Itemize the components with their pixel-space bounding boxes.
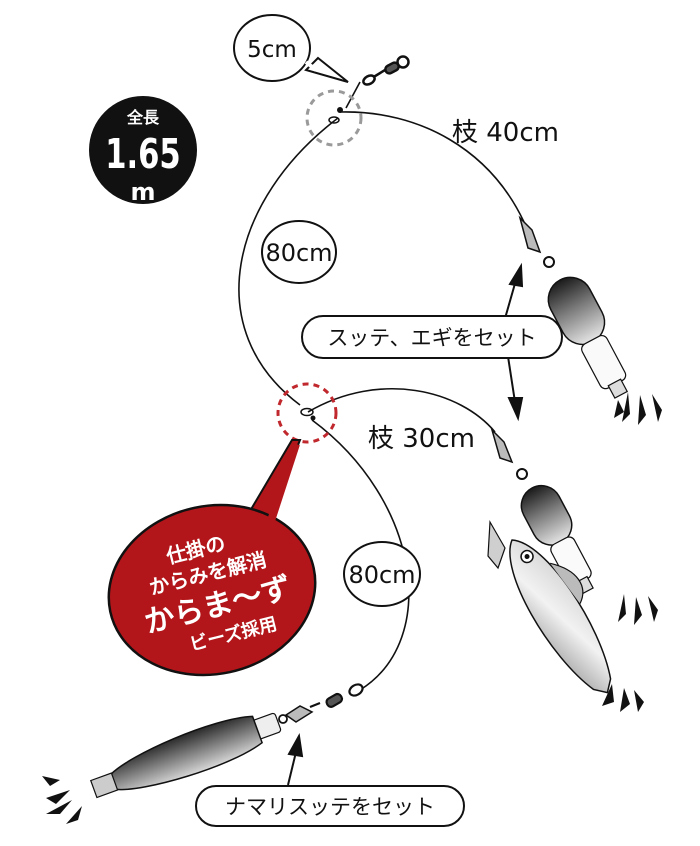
main-lower-callout: 80cm: [343, 541, 421, 607]
main-upper-label: 80cm: [265, 239, 332, 267]
egi-lure: [487, 519, 644, 712]
bottom-swivel: [309, 683, 364, 709]
upper-sutte-jig: [614, 392, 662, 425]
main-upper-callout: 80cm: [261, 220, 337, 284]
total-length-badge: 全長 1.65 m: [89, 96, 197, 206]
anti-tangle-badge: 仕掛の からみを解消 からま〜ず ビーズ採用: [107, 439, 317, 677]
set-upper-label: スッテ、エギをセット: [327, 326, 536, 350]
branch-upper-label: 枝 40cm: [452, 118, 559, 148]
set-bottom-label: ナマリスッテをセット: [225, 795, 435, 819]
bottom-snap: [278, 705, 314, 724]
total-length-unit: m: [130, 178, 155, 206]
lower-bead: [276, 382, 338, 444]
set-bottom-pill: ナマリスッテをセット: [195, 785, 465, 827]
main-lower-label: 80cm: [348, 561, 415, 589]
bottom-jig: [42, 776, 82, 824]
gap-callout: 5cm: [233, 14, 349, 83]
branch-lines: [307, 111, 525, 433]
middle-sutte-jig: [618, 594, 658, 625]
top-swivel: [362, 55, 410, 86]
upper-bead: [305, 89, 363, 147]
total-length-title: 全長: [126, 108, 160, 127]
gap-label: 5cm: [247, 37, 297, 63]
egi-jig: [602, 684, 644, 712]
set-upper-pill: スッテ、エギをセット: [301, 315, 563, 359]
total-length-value: 1.65: [105, 129, 180, 178]
branch-lower-label: 枝 30cm: [368, 424, 475, 454]
upper-sutte: [518, 215, 662, 425]
bottom-arrow: [287, 732, 304, 786]
bottom-sinker-sutte: [42, 712, 282, 824]
